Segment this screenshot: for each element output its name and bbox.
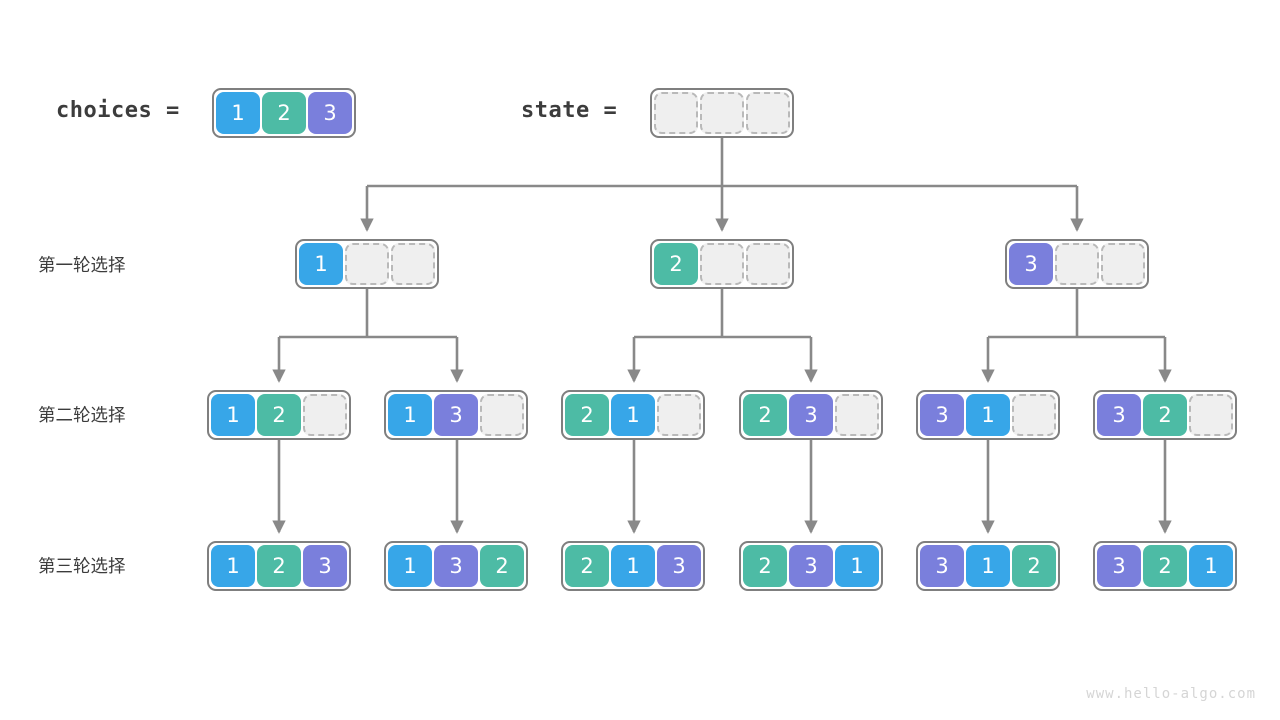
node-cell: 1 <box>388 394 432 436</box>
node-cell: 3 <box>920 394 964 436</box>
node-round2-1: 1 3 <box>384 390 528 440</box>
node-round2-3: 2 3 <box>739 390 883 440</box>
node-cell: 2 <box>480 545 524 587</box>
choices-array: 1 2 3 <box>212 88 356 138</box>
node-cell: 3 <box>789 545 833 587</box>
node-round3-0: 1 2 3 <box>207 541 351 591</box>
row-label-round-1: 第一轮选择 <box>38 256 126 276</box>
node-cell: 1 <box>835 545 879 587</box>
node-cell: 1 <box>966 545 1010 587</box>
node-round3-5: 3 2 1 <box>1093 541 1237 591</box>
state-array <box>650 88 794 138</box>
state-cell-0 <box>654 92 698 134</box>
node-cell: 3 <box>1097 394 1141 436</box>
node-cell: 2 <box>1143 394 1187 436</box>
node-cell <box>746 243 790 285</box>
node-cell: 3 <box>920 545 964 587</box>
node-cell: 1 <box>211 545 255 587</box>
node-cell: 1 <box>388 545 432 587</box>
node-cell <box>345 243 389 285</box>
node-round3-1: 1 3 2 <box>384 541 528 591</box>
node-cell <box>1101 243 1145 285</box>
node-cell: 1 <box>611 545 655 587</box>
node-cell <box>480 394 524 436</box>
node-round3-2: 2 1 3 <box>561 541 705 591</box>
choices-cell-2: 3 <box>308 92 352 134</box>
node-cell: 3 <box>1009 243 1053 285</box>
choices-cell-1: 2 <box>262 92 306 134</box>
node-round3-4: 3 1 2 <box>916 541 1060 591</box>
node-cell <box>1189 394 1233 436</box>
node-cell: 2 <box>1012 545 1056 587</box>
node-round1-1: 2 <box>650 239 794 289</box>
node-cell: 1 <box>1189 545 1233 587</box>
node-round3-3: 2 3 1 <box>739 541 883 591</box>
node-cell: 2 <box>1143 545 1187 587</box>
node-cell: 1 <box>211 394 255 436</box>
node-cell: 2 <box>257 545 301 587</box>
node-round1-2: 3 <box>1005 239 1149 289</box>
node-round2-2: 2 1 <box>561 390 705 440</box>
watermark: www.hello-algo.com <box>1086 686 1256 702</box>
node-cell <box>835 394 879 436</box>
node-cell: 3 <box>434 545 478 587</box>
node-cell: 1 <box>966 394 1010 436</box>
choices-cell-0: 1 <box>216 92 260 134</box>
row-label-round-3: 第三轮选择 <box>38 557 126 577</box>
node-cell <box>1055 243 1099 285</box>
node-cell: 3 <box>1097 545 1141 587</box>
node-round2-4: 3 1 <box>916 390 1060 440</box>
node-round2-0: 1 2 <box>207 390 351 440</box>
state-cell-2 <box>746 92 790 134</box>
node-cell: 1 <box>611 394 655 436</box>
node-cell: 1 <box>299 243 343 285</box>
node-cell <box>700 243 744 285</box>
node-cell: 2 <box>565 394 609 436</box>
node-cell: 2 <box>565 545 609 587</box>
node-round2-5: 3 2 <box>1093 390 1237 440</box>
node-cell <box>657 394 701 436</box>
node-cell <box>1012 394 1056 436</box>
state-cell-1 <box>700 92 744 134</box>
node-cell: 2 <box>743 545 787 587</box>
choices-label: choices = <box>56 98 180 123</box>
node-cell: 3 <box>657 545 701 587</box>
node-cell <box>303 394 347 436</box>
node-cell: 3 <box>789 394 833 436</box>
node-cell: 3 <box>303 545 347 587</box>
node-cell: 3 <box>434 394 478 436</box>
state-label: state = <box>521 98 618 123</box>
node-cell: 2 <box>654 243 698 285</box>
node-cell <box>391 243 435 285</box>
node-cell: 2 <box>257 394 301 436</box>
row-label-round-2: 第二轮选择 <box>38 406 126 426</box>
node-round1-0: 1 <box>295 239 439 289</box>
node-cell: 2 <box>743 394 787 436</box>
